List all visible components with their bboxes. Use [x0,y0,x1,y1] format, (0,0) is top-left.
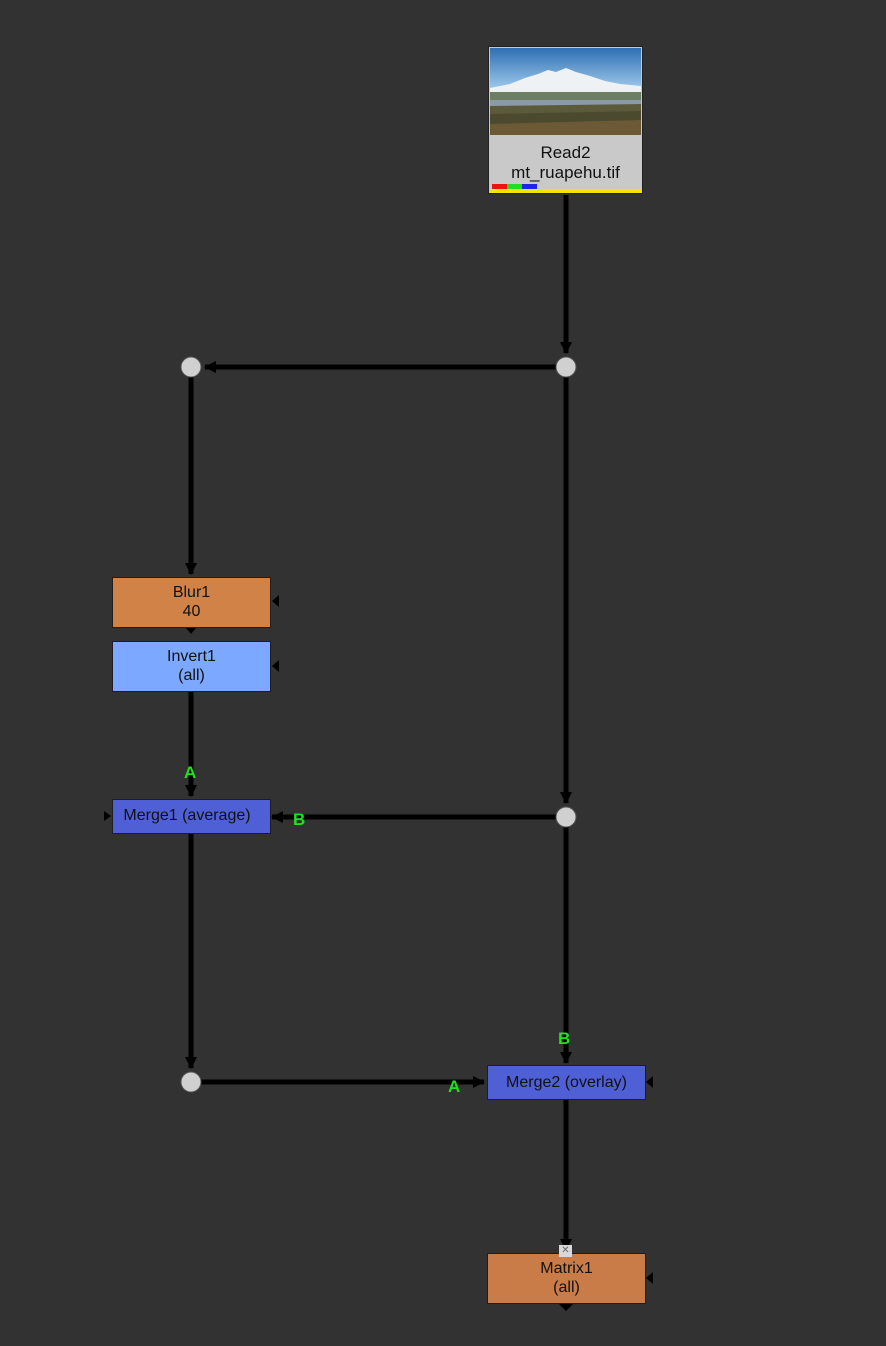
invert-mask-input-arrow[interactable] [272,660,279,672]
matrix-node-name: Matrix1 [540,1260,593,1277]
merge1-node-label: Merge1 (average) [123,807,251,824]
merge1-input-a-label: A [184,763,197,782]
matrix-output-arrow [559,1304,573,1311]
matrix-mask-input-arrow[interactable] [646,1272,653,1284]
blur-node-name: Blur1 [172,584,211,601]
invert-node[interactable]: Invert1 (all) [112,641,271,692]
dot-node-3[interactable] [555,806,577,828]
merge1-node[interactable]: Merge1 (average) [112,799,271,834]
landscape-thumbnail [490,48,641,135]
read-node-status-stripe [490,189,641,193]
merge2-input-a-label: A [448,1077,461,1096]
blur-node[interactable]: Blur1 40 [112,577,271,628]
merge2-node-label: Merge2 (overlay) [506,1074,627,1091]
merge2-mask-input-arrow[interactable] [646,1076,653,1088]
matrix-node[interactable]: Matrix1 (all) [487,1253,646,1304]
channel-blue-indicator [522,184,537,189]
merge2-node[interactable]: Merge2 (overlay) [487,1065,646,1100]
channel-red-indicator [492,184,507,189]
disable-x-icon[interactable]: ✕ [559,1245,572,1257]
merge1-input-b-label: B [293,810,306,829]
invert-node-value: (all) [178,667,205,684]
read-node[interactable]: Read2 mt_ruapehu.tif [488,46,643,194]
read-node-filename: mt_ruapehu.tif [511,163,620,182]
dot-node-1[interactable] [555,356,577,378]
dot-node-4[interactable] [180,1071,202,1093]
matrix-node-value: (all) [553,1279,580,1296]
dot-node-2[interactable] [180,356,202,378]
merge1-mask-input-arrow[interactable] [104,811,111,821]
merge2-input-b-label: B [558,1029,571,1048]
read-node-name: Read2 [540,143,591,162]
blur-output-arrow [186,628,196,634]
blur-node-value: 40 [182,603,201,620]
blur-mask-input-arrow[interactable] [272,595,279,607]
invert-node-name: Invert1 [167,648,216,665]
channel-green-indicator [507,184,522,189]
